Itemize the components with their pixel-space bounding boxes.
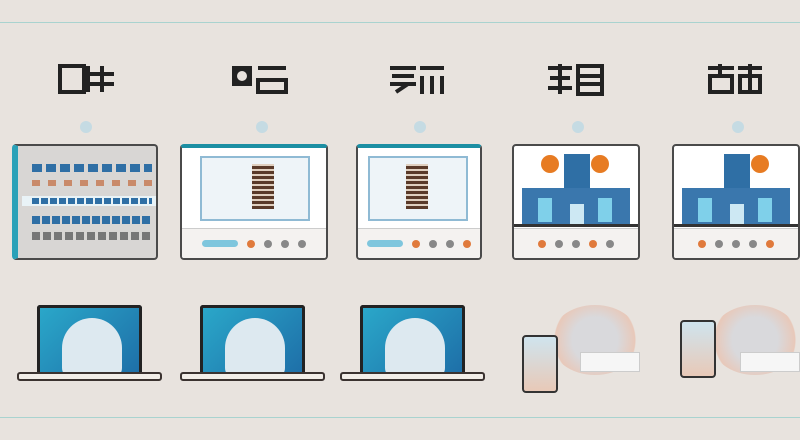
- heading-glyph-2: [232, 66, 288, 94]
- step-dot[interactable]: [256, 121, 268, 133]
- building-illustration: [674, 154, 798, 227]
- dashboard-card[interactable]: [356, 144, 482, 260]
- tablet-device: [680, 320, 716, 378]
- printer-illustration: [580, 352, 640, 372]
- heading-glyph-4: [548, 64, 604, 96]
- printer-illustration: [740, 352, 800, 372]
- building-illustration: [514, 154, 638, 227]
- heading-glyph-1: [58, 64, 114, 94]
- step-dot[interactable]: [414, 121, 426, 133]
- laptop-device: [180, 305, 325, 385]
- card-controls: [674, 228, 798, 258]
- step-dot[interactable]: [732, 121, 744, 133]
- table-card[interactable]: [12, 144, 158, 260]
- building-card[interactable]: [672, 144, 800, 260]
- top-divider: [0, 22, 800, 23]
- laptop-device: [340, 305, 485, 385]
- card-controls: [182, 228, 326, 258]
- laptop-device: [17, 305, 162, 385]
- heading-glyph-3: [390, 66, 444, 94]
- step-dot[interactable]: [80, 121, 92, 133]
- tablet-device: [522, 335, 558, 393]
- dashboard-card[interactable]: [180, 144, 328, 260]
- card-controls: [514, 228, 638, 258]
- building-card[interactable]: [512, 144, 640, 260]
- bottom-divider: [0, 417, 800, 418]
- card-controls: [358, 228, 480, 258]
- heading-glyph-5: [708, 64, 762, 94]
- step-dot[interactable]: [572, 121, 584, 133]
